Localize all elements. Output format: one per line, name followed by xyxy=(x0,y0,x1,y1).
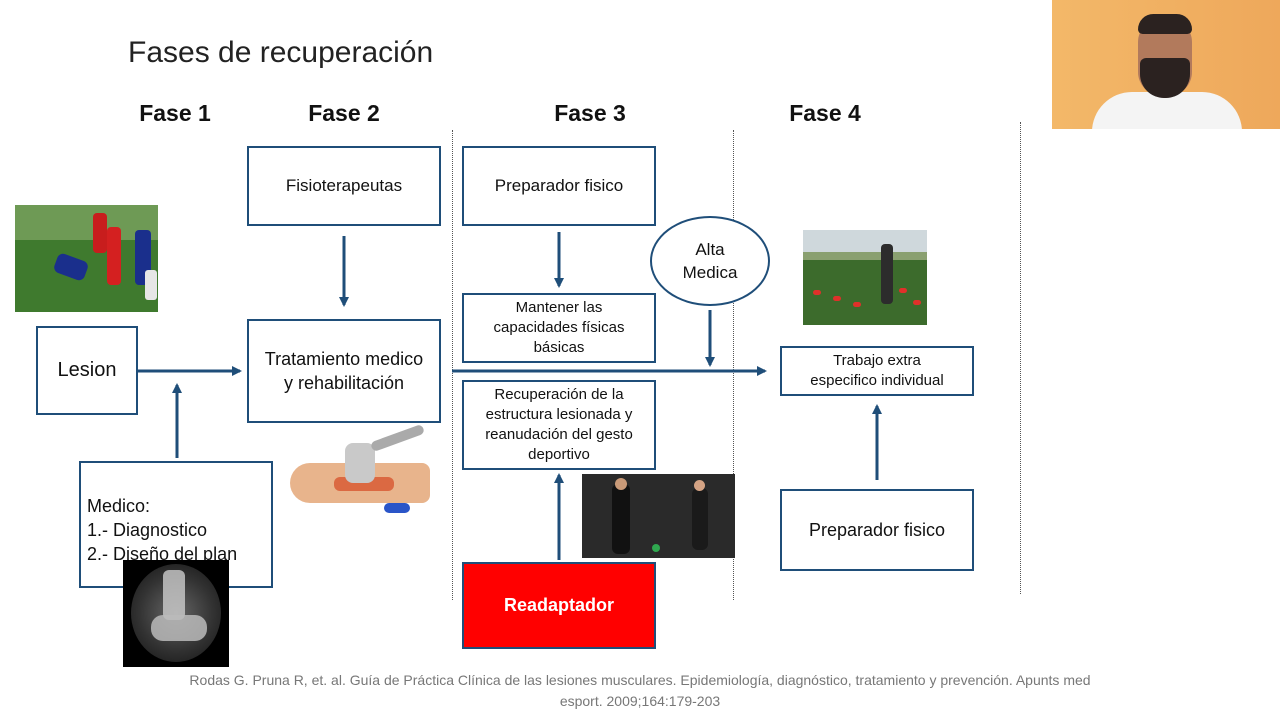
readaptador-label: Readaptador xyxy=(503,595,615,615)
recuperacion-box: Recuperación de la estructura lesionada … xyxy=(462,380,656,470)
tratamiento-box: Tratamiento medico y rehabilitación xyxy=(247,319,441,423)
citation: Rodas G. Pruna R, et. al. Guía de Prácti… xyxy=(120,670,1160,712)
gym-training-photo xyxy=(582,474,735,558)
phase-1-header: Fase 1 xyxy=(139,100,211,126)
alta-medica-label: Alta Medica xyxy=(682,240,738,282)
phase-3-header: Fase 3 xyxy=(554,100,626,126)
presenter-webcam xyxy=(1052,0,1280,129)
citation-line-1: Rodas G. Pruna R, et. al. Guía de Prácti… xyxy=(189,672,1091,688)
field-drill-photo xyxy=(803,230,927,325)
phase-2-header: Fase 2 xyxy=(308,100,380,126)
preparador-fase4-box: Preparador fisico xyxy=(780,489,974,571)
readaptador-box: Readaptador xyxy=(462,562,656,649)
lesion-label: Lesion xyxy=(57,359,117,381)
phase-separator xyxy=(1020,122,1021,594)
preparador-fase3-label: Preparador fisico xyxy=(494,176,624,195)
slide-title: Fases de recuperación xyxy=(128,36,434,69)
soccer-injury-photo xyxy=(15,205,158,312)
preparador-fase4-label: Preparador fisico xyxy=(808,519,946,540)
medico-label: Medico: 1.- Diagnostico 2.- Diseño del p… xyxy=(87,496,238,564)
ultrasound-therapy-photo xyxy=(290,425,430,515)
tratamiento-label: Tratamiento medico y rehabilitación xyxy=(264,349,424,393)
lesion-box: Lesion xyxy=(36,326,138,415)
medico-box: Medico: 1.- Diagnostico 2.- Diseño del p… xyxy=(79,461,273,588)
trabajo-extra-label: Trabajo extra especifico individual xyxy=(810,352,944,389)
mantener-box: Mantener las capacidades físicas básicas xyxy=(462,293,656,363)
phase-4-header: Fase 4 xyxy=(789,100,861,126)
phase-separator xyxy=(733,130,734,600)
mantener-label: Mantener las capacidades físicas básicas xyxy=(493,299,625,356)
phase-separator xyxy=(452,130,453,600)
fisioterapeutas-label: Fisioterapeutas xyxy=(285,176,403,195)
ankle-xray-photo xyxy=(123,560,229,667)
alta-medica-circle: Alta Medica xyxy=(650,216,770,306)
preparador-fase3-box: Preparador fisico xyxy=(462,146,656,226)
citation-line-2: esport. 2009;164:179-203 xyxy=(559,693,721,709)
fisioterapeutas-box: Fisioterapeutas xyxy=(247,146,441,226)
recuperacion-label: Recuperación de la estructura lesionada … xyxy=(485,386,633,463)
trabajo-extra-box: Trabajo extra especifico individual xyxy=(780,346,974,396)
